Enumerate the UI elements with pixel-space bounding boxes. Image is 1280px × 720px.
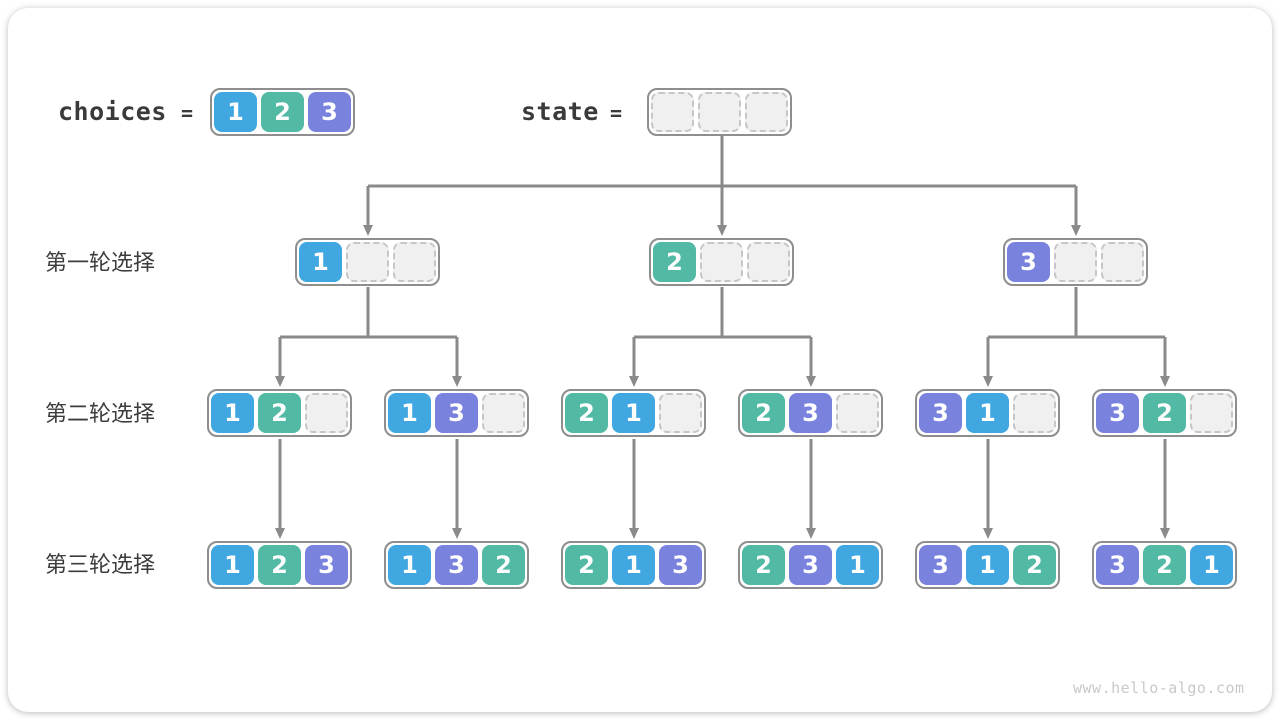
state-cell: 2 bbox=[482, 545, 525, 585]
state-cell bbox=[651, 92, 694, 132]
diagram-card bbox=[8, 8, 1272, 712]
state-cell bbox=[1054, 242, 1097, 282]
state-cell: 2 bbox=[258, 393, 301, 433]
state-cell: 2 bbox=[653, 242, 696, 282]
state-cell: 3 bbox=[659, 545, 702, 585]
state-node: 3 2 1 bbox=[1092, 541, 1237, 589]
state-node: 1 3 2 bbox=[384, 541, 529, 589]
state-cell bbox=[745, 92, 788, 132]
state-cell bbox=[393, 242, 436, 282]
state-node: 3 1 bbox=[915, 389, 1060, 437]
state-label: state bbox=[521, 97, 599, 126]
state-cell bbox=[659, 393, 702, 433]
choices-equals-sign: = bbox=[181, 101, 194, 125]
choice-cell: 3 bbox=[308, 92, 351, 132]
state-cell: 2 bbox=[258, 545, 301, 585]
watermark: www.hello-algo.com bbox=[1073, 679, 1245, 697]
state-cell bbox=[1013, 393, 1056, 433]
choices-label: choices bbox=[58, 97, 167, 126]
state-cell bbox=[1101, 242, 1144, 282]
state-cell: 3 bbox=[919, 393, 962, 433]
state-cell: 3 bbox=[1096, 545, 1139, 585]
state-cell bbox=[700, 242, 743, 282]
state-node: 2 3 1 bbox=[738, 541, 883, 589]
state-cell: 1 bbox=[388, 393, 431, 433]
state-cell: 3 bbox=[435, 393, 478, 433]
state-cell: 1 bbox=[1190, 545, 1233, 585]
choice-cell: 1 bbox=[214, 92, 257, 132]
state-cell: 3 bbox=[1007, 242, 1050, 282]
state-cell: 2 bbox=[1143, 393, 1186, 433]
state-cell: 1 bbox=[388, 545, 431, 585]
state-cell bbox=[1190, 393, 1233, 433]
state-cell: 2 bbox=[565, 545, 608, 585]
state-cell bbox=[698, 92, 741, 132]
state-cell: 3 bbox=[305, 545, 348, 585]
state-cell: 1 bbox=[966, 393, 1009, 433]
state-cell: 2 bbox=[742, 545, 785, 585]
state-cell: 2 bbox=[742, 393, 785, 433]
state-cell: 1 bbox=[211, 545, 254, 585]
state-cell: 3 bbox=[919, 545, 962, 585]
state-node: 2 1 bbox=[561, 389, 706, 437]
state-node: 3 1 2 bbox=[915, 541, 1060, 589]
state-cell: 1 bbox=[211, 393, 254, 433]
row-label-round-3: 第三轮选择 bbox=[45, 552, 156, 577]
row-label-round-1: 第一轮选择 bbox=[45, 250, 156, 275]
state-cell bbox=[305, 393, 348, 433]
state-cell: 3 bbox=[789, 545, 832, 585]
state-cell bbox=[346, 242, 389, 282]
state-cell: 1 bbox=[612, 545, 655, 585]
state-node: 1 2 3 bbox=[207, 541, 352, 589]
state-equals-sign: = bbox=[610, 101, 623, 125]
state-node: 2 3 bbox=[738, 389, 883, 437]
state-node: 1 2 bbox=[207, 389, 352, 437]
state-cell: 2 bbox=[565, 393, 608, 433]
state-cell bbox=[836, 393, 879, 433]
row-label-round-2: 第二轮选择 bbox=[45, 401, 156, 426]
state-cell: 1 bbox=[836, 545, 879, 585]
state-cell: 1 bbox=[612, 393, 655, 433]
state-node: 3 bbox=[1003, 238, 1148, 286]
state-node: 2 1 3 bbox=[561, 541, 706, 589]
state-cell: 1 bbox=[966, 545, 1009, 585]
state-cell: 3 bbox=[1096, 393, 1139, 433]
state-cell: 2 bbox=[1013, 545, 1056, 585]
state-cell: 2 bbox=[1143, 545, 1186, 585]
state-node: 3 2 bbox=[1092, 389, 1237, 437]
state-cell: 3 bbox=[435, 545, 478, 585]
state-array bbox=[647, 88, 792, 136]
state-cell bbox=[482, 393, 525, 433]
state-cell: 3 bbox=[789, 393, 832, 433]
state-cell: 1 bbox=[299, 242, 342, 282]
state-node: 1 bbox=[295, 238, 440, 286]
state-node: 1 3 bbox=[384, 389, 529, 437]
state-node: 2 bbox=[649, 238, 794, 286]
choice-cell: 2 bbox=[261, 92, 304, 132]
choices-array: 1 2 3 bbox=[210, 88, 355, 136]
state-cell bbox=[747, 242, 790, 282]
